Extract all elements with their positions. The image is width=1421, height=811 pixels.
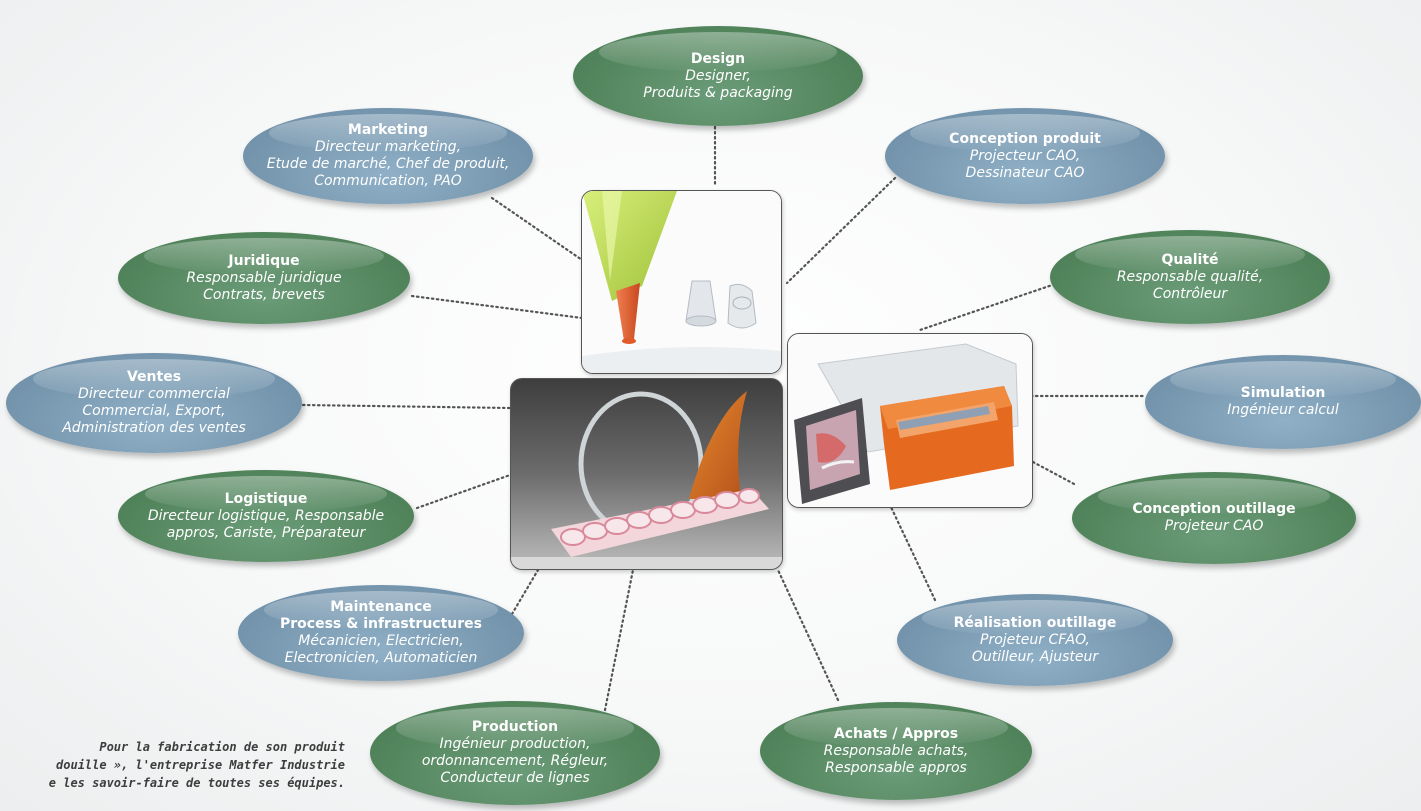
- node-production-line-1: Ingénieur production,: [439, 736, 591, 752]
- node-juridique-title: Juridique: [228, 252, 300, 269]
- connector-conception-produit: [785, 176, 897, 285]
- node-simulation-title: Simulation: [1240, 385, 1326, 401]
- node-conception-produit-line-1: Projecteur CAO,: [969, 147, 1081, 164]
- node-production-line-2: ordonnancement, Régleur,: [421, 753, 609, 769]
- node-qualite-line-2: Contrôleur: [1152, 285, 1228, 302]
- node-qualite: Qualité Responsable qualité, Contrôleur: [1050, 230, 1330, 324]
- node-ventes-title: Ventes: [126, 369, 182, 385]
- connector-achats: [776, 568, 840, 702]
- node-conception-outillage-line-1: Projeteur CAO: [1164, 518, 1264, 534]
- node-design-title: Design: [690, 50, 746, 67]
- connector-qualite: [918, 279, 1066, 332]
- node-maintenance-title-1: Maintenance: [330, 599, 432, 615]
- node-marketing-line-2: Etude de marché, Chef de produit,: [266, 156, 510, 172]
- node-ventes-line-2: Commercial, Export,: [82, 403, 226, 419]
- node-ventes-line-1: Directeur commercial: [78, 386, 230, 402]
- node-production-title: Production: [471, 719, 559, 735]
- nozzle-tip: [616, 283, 640, 341]
- node-maintenance-line-2: Electronicien, Automaticien: [284, 650, 478, 666]
- node-realisation-outillage-line-2: Outilleur, Ajusteur: [971, 648, 1099, 665]
- node-ventes: Ventes Directeur commercial Commercial, …: [6, 353, 302, 453]
- node-realisation-outillage-line-1: Projeteur CFAO,: [980, 631, 1090, 648]
- node-maintenance-title-2: Process & infrastructures: [280, 616, 482, 632]
- node-achats-line-2: Responsable appros: [825, 759, 967, 776]
- node-juridique-line-2: Contrats, brevets: [203, 286, 325, 303]
- connector-maintenance: [510, 568, 540, 616]
- node-design: Design Designer, Produits & packaging: [573, 26, 863, 126]
- connector-production: [602, 568, 635, 717]
- node-logistique-line-1: Directeur logistique, Responsable: [147, 507, 385, 524]
- node-qualite-title: Qualité: [1161, 251, 1219, 268]
- node-marketing: Marketing Directeur marketing, Etude de …: [243, 108, 533, 204]
- caption-line-2: douille », l'entreprise Matfer Industrie: [56, 758, 345, 772]
- caption-line-3: e les savoir-faire de toutes ses équipes…: [48, 776, 345, 790]
- node-juridique: Juridique Responsable juridique Contrats…: [118, 232, 410, 324]
- node-design-line-1: Designer,: [685, 67, 751, 84]
- photo-storage-box: [787, 333, 1033, 508]
- connector-marketing: [490, 196, 587, 264]
- node-logistique-line-2: appros, Cariste, Préparateur: [166, 524, 366, 541]
- node-conception-outillage: Conception outillage Projeteur CAO: [1072, 472, 1356, 564]
- connector-ventes: [301, 403, 512, 410]
- node-marketing-line-1: Directeur marketing,: [314, 139, 462, 155]
- node-juridique-line-1: Responsable juridique: [186, 269, 342, 286]
- node-design-line-2: Produits & packaging: [643, 84, 793, 101]
- node-maintenance: Maintenance Process & infrastructures Mé…: [238, 585, 524, 681]
- caption-line-1: Pour la fabrication de son produit: [99, 740, 345, 754]
- node-marketing-line-3: Communication, PAO: [314, 173, 462, 189]
- photo-meringue-sculpture: [510, 378, 783, 570]
- node-logistique-title: Logistique: [224, 490, 308, 507]
- node-conception-outillage-title: Conception outillage: [1132, 501, 1296, 517]
- node-realisation-outillage-title: Réalisation outillage: [953, 614, 1117, 631]
- node-logistique: Logistique Directeur logistique, Respons…: [118, 470, 414, 562]
- node-realisation-outillage: Réalisation outillage Projeteur CFAO, Ou…: [897, 594, 1173, 686]
- node-simulation-line-1: Ingénieur calcul: [1227, 402, 1339, 418]
- node-marketing-title: Marketing: [347, 122, 429, 138]
- node-conception-produit: Conception produit Projecteur CAO, Dessi…: [885, 108, 1165, 204]
- node-ventes-line-3: Administration des ventes: [62, 420, 246, 436]
- node-conception-produit-line-2: Dessinateur CAO: [965, 164, 1085, 181]
- connector-realisation-outillage: [888, 503, 937, 602]
- connector-logistique: [415, 473, 512, 510]
- node-qualite-line-1: Responsable qualité,: [1116, 268, 1264, 285]
- node-achats-appros: Achats / Appros Responsable achats, Resp…: [760, 702, 1032, 800]
- node-achats-line-1: Responsable achats,: [823, 742, 969, 759]
- node-simulation: Simulation Ingénieur calcul: [1145, 355, 1421, 449]
- caption: Pour la fabrication de son produit douil…: [0, 738, 345, 792]
- node-achats-title: Achats / Appros: [833, 725, 959, 742]
- node-production: Production Ingénieur production, ordonna…: [370, 701, 660, 805]
- caramel-wing: [689, 391, 747, 499]
- node-maintenance-line-1: Mécanicien, Electricien,: [298, 633, 464, 649]
- node-conception-produit-title: Conception produit: [949, 130, 1101, 147]
- photo-pastry-nozzle: [581, 190, 782, 374]
- connector-conception-outillage: [1031, 460, 1078, 487]
- node-production-line-3: Conducteur de lignes: [440, 770, 590, 786]
- connector-juridique: [410, 294, 584, 320]
